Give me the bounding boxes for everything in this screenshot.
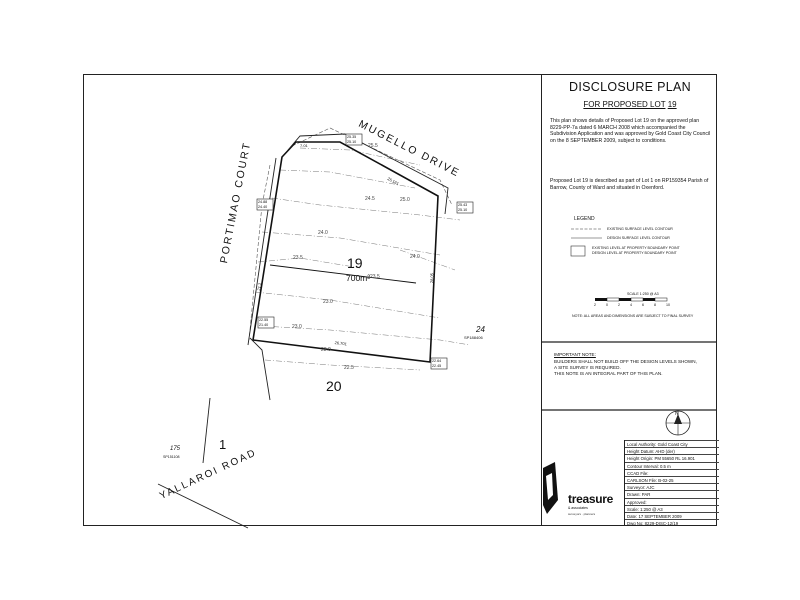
contour-label: 22.5 — [344, 365, 354, 371]
road-boundaries — [157, 133, 449, 529]
north-arrow-icon — [665, 410, 691, 436]
contour-label: 23.0 — [323, 299, 333, 305]
neighbor-east-lot: 24 — [476, 325, 485, 334]
scale-tick: 0 — [606, 303, 608, 307]
north-label: N — [675, 411, 679, 417]
disclosure-panel: DISCLOSURE PLAN FOR PROPOSED LOT 19 This… — [541, 74, 719, 526]
important-note-line: A SITE SURVEY IS REQUIRED. — [554, 365, 621, 370]
scale-bar — [595, 297, 668, 302]
lot-description-paragraph: Proposed Lot 19 is described as part of … — [550, 178, 709, 191]
road-centrelines — [248, 127, 453, 341]
legend-item: DESIGN SURFACE LEVEL CONTOUR — [607, 236, 670, 240]
scale-tick: 2 — [618, 303, 620, 307]
lot-line — [269, 264, 417, 284]
title-block-row: Height Origin: PM 55650 RL 16.901 — [625, 454, 719, 461]
important-note-line: BUILDERS SHALL NOT BUILD OFF THE DESIGN … — [554, 359, 697, 364]
title-block-row: Approved: — [625, 497, 719, 505]
subtitle-lot: 19 — [667, 100, 677, 109]
title-block-row: Surveyor: AJC — [625, 483, 719, 490]
company-logo-tagline: surveyors · planners — [568, 512, 596, 516]
title-block: Local Authority: Gold Coast City Height … — [624, 440, 719, 526]
subtitle-prefix: FOR PROPOSED LOT — [583, 100, 666, 109]
treasure-logo-icon — [543, 462, 558, 514]
lot-area: 700m² — [346, 273, 371, 283]
boundary-length: 28.05 — [429, 272, 435, 284]
boundary-length: 7.01 — [300, 143, 308, 148]
lot-175-plan: SP151108 — [163, 455, 180, 459]
title-block-row: Height Datum: AHD (der) — [625, 447, 719, 454]
contour-label: 23.5 — [293, 255, 303, 261]
title-block-row: Contour Interval: 0.5 m — [625, 461, 719, 469]
lot-175-label: 175 — [170, 446, 181, 452]
contour-label: 24.5 — [365, 196, 375, 202]
company-logo-subtitle: & associates — [568, 506, 588, 510]
title-block-row: Scale: 1:250 @ A3 — [625, 504, 719, 512]
level-boxes — [256, 133, 474, 370]
lot-boundary — [252, 141, 439, 363]
lot-number: 19 — [347, 255, 363, 271]
scale-label: SCALE 1:250 @ A3 — [627, 292, 659, 296]
contour-label: 23.0 — [292, 324, 302, 330]
title-block-row: Dwg No: 8229-DISC-12/19 — [625, 519, 719, 526]
lot-1-label: 1 — [219, 437, 227, 452]
page-subtitle: FOR PROPOSED LOT 19 — [542, 100, 718, 109]
legend-title: LEGEND — [574, 216, 595, 222]
title-block-row: CCAD File: — [625, 468, 719, 476]
title-block-row: CARLSON File: B-02-25 — [625, 476, 719, 483]
important-note-line: THIS NOTE IS AN INTEGRAL PART OF THIS PL… — [554, 371, 663, 376]
scale-tick: 4 — [630, 303, 632, 307]
page-title: DISCLOSURE PLAN — [569, 80, 691, 94]
contour-label: 25.5 — [368, 143, 378, 149]
important-note-title: IMPORTANT NOTE: — [554, 352, 596, 357]
contour-label: 23.0 — [321, 347, 331, 353]
contour-label: 25.0 — [400, 197, 410, 203]
legend-item: DESIGN LEVEL AT PROPERTY BOUNDARY POINT — [592, 251, 677, 255]
scale-tick: 8 — [654, 303, 656, 307]
company-logo-text: treasure — [568, 492, 613, 506]
neighbor-south-lot: 20 — [326, 378, 342, 394]
legend-item: EXISTING SURFACE LEVEL CONTOUR — [607, 227, 673, 231]
legend-symbols — [570, 228, 602, 257]
description-paragraph: This plan shows details of Proposed Lot … — [550, 118, 711, 144]
title-block-row: Local Authority: Gold Coast City — [625, 440, 719, 447]
scale-tick: 6 — [642, 303, 644, 307]
scale-tick: 10 — [666, 303, 670, 307]
neighbor-east-plan: SP188406 — [464, 335, 483, 340]
title-block-row: Date: 17 SEPTEMBER 2009 — [625, 512, 719, 519]
contour-lines — [254, 147, 471, 371]
scale-tick: 2 — [594, 303, 596, 307]
panel-dividers — [541, 341, 717, 411]
legend-item: EXISTING LEVEL AT PROPERTY BOUNDARY POIN… — [592, 246, 680, 250]
contour-label: 24.0 — [410, 254, 420, 260]
title-block-row: Drawn: PAR — [625, 490, 719, 497]
contour-label: 24.0 — [318, 230, 328, 236]
survey-note: NOTE: ALL AREAS AND DIMENSIONS ARE SUBJE… — [572, 314, 694, 318]
contour-label: 23.5 — [370, 274, 380, 280]
